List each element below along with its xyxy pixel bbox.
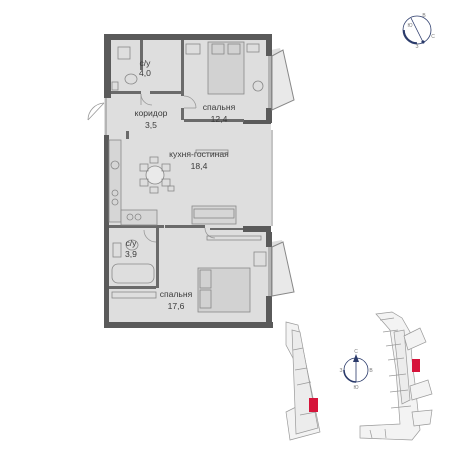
compass-top-letter-1: Ю [407,23,412,29]
apartment-marker-right [412,359,420,372]
room-area-corridor: 3,5 [145,120,157,130]
room-name-bath1: с/у [140,58,152,68]
compass-top-letter-4: З [415,44,418,50]
site-plan [285,311,433,441]
room-area-bedroom2: 17,6 [168,301,185,311]
room-area-bath1: 4,0 [139,68,151,78]
compass-site-letter-4: В [369,368,373,374]
room-area-bath2: 3,9 [125,249,137,259]
room-area-bedroom1: 12,4 [211,114,228,124]
compass-site-letter-2: Ю [353,385,358,391]
compass-rose-site: С Ю З В [339,349,373,391]
apartment-marker-left [309,398,318,412]
room-labels: с/у 4,0 спальня 12,4 коридор 3,5 кухня-г… [125,58,236,311]
doors [87,93,216,243]
balconies [271,49,295,297]
compass-top-letter-2: В [422,13,426,19]
compass-site-letter-3: З [339,368,342,374]
room-name-bath2: с/у [126,238,138,248]
room-area-kitchen: 18,4 [191,161,208,171]
exterior-walls [104,34,273,328]
windows [105,56,273,296]
furniture [108,41,267,313]
interior-walls [109,40,244,289]
compass-site-letter-1: С [354,349,358,355]
compass-rose-top: Ю В С З [402,13,435,50]
compass-top-letter-3: С [431,34,435,40]
room-name-bedroom2: спальня [160,289,193,299]
room-name-corridor: коридор [135,108,168,118]
room-name-bedroom1: спальня [203,102,236,112]
room-name-kitchen: кухня-гостиная [169,149,229,159]
